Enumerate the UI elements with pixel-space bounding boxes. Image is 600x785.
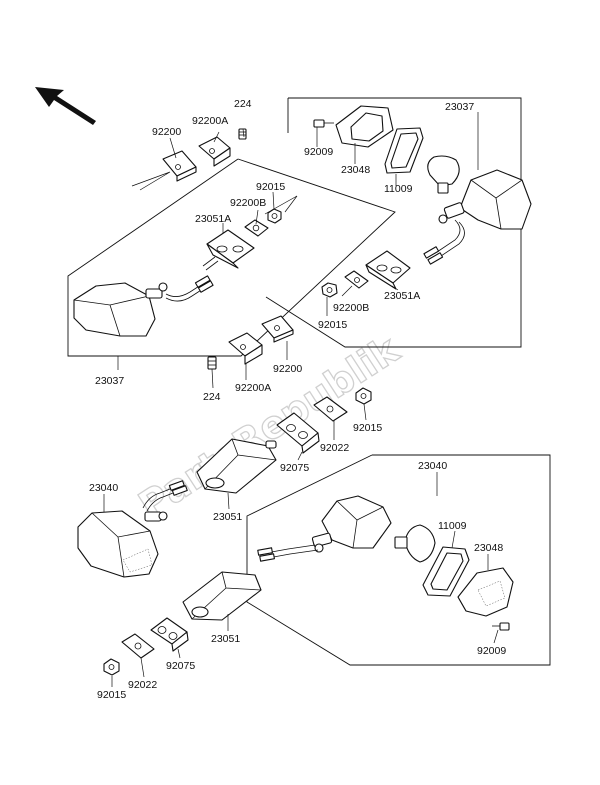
- label-92009-top: 92009: [304, 146, 333, 158]
- grommet-92075-center: [276, 412, 320, 454]
- label-92075-bottom: 92075: [166, 660, 195, 672]
- label-23051-bottom: 23051: [211, 633, 240, 645]
- right-upper-assembly-frame: [265, 97, 522, 348]
- label-23051A-mid: 23051A: [384, 290, 420, 302]
- lens-23048-top: [335, 105, 394, 148]
- nut-92015-top: [267, 208, 282, 224]
- mount-23051-center: [196, 438, 277, 494]
- nut-92015-center: [355, 387, 372, 405]
- label-92015-top: 92015: [256, 181, 285, 193]
- label-23048-bottom: 23048: [474, 542, 503, 554]
- part-number-labels: 224 92200A 92200 92015 92200B 23051A 230…: [89, 98, 506, 701]
- gasket-11009-bottom: [422, 546, 470, 597]
- gasket-11009-top: [384, 127, 424, 174]
- label-23037-right: 23037: [445, 101, 474, 113]
- bracket-92200A-top: [198, 136, 231, 167]
- front-direction-arrow-icon: [35, 87, 96, 125]
- nut-92015-mid: [321, 282, 338, 298]
- turn-signal-lamp-23040-left: [77, 480, 188, 578]
- label-92015-bottom: 92015: [97, 689, 126, 701]
- label-92015-mid: 92015: [318, 319, 347, 331]
- label-92022-bottom: 92022: [128, 679, 157, 691]
- screw-92009-top: [313, 119, 334, 128]
- label-23051-center: 23051: [213, 511, 242, 523]
- label-92009-bottom: 92009: [477, 645, 506, 657]
- screw-224-top: [238, 128, 247, 140]
- grommet-92075-bottom: [150, 617, 189, 652]
- label-92200B-mid: 92200B: [333, 302, 369, 314]
- label-92075-center: 92075: [280, 462, 309, 474]
- turn-signal-lamp-23037-left: [73, 275, 214, 337]
- grommet-23051A-top: [202, 229, 255, 271]
- plate-92200-mid: [261, 315, 294, 343]
- label-23037-left: 23037: [95, 375, 124, 387]
- washer-92022-bottom: [121, 633, 155, 659]
- label-11009-bottom: 11009: [438, 520, 467, 532]
- label-92022-center: 92022: [320, 442, 349, 454]
- label-92200-mid: 92200: [273, 363, 302, 375]
- washer-92200B-top: [244, 219, 269, 237]
- label-23048-top: 23048: [341, 164, 370, 176]
- plate-92200-top: [162, 150, 197, 182]
- washer-92200B-mid: [344, 270, 369, 289]
- washer-92022-center: [313, 396, 348, 422]
- label-11009-top: 11009: [384, 183, 413, 195]
- label-224-top: 224: [234, 98, 252, 110]
- label-23040-left: 23040: [89, 482, 118, 494]
- label-23051A-top: 23051A: [195, 213, 231, 225]
- leader-lines: [103, 112, 499, 687]
- nut-92015-bottom: [103, 658, 120, 676]
- lens-23048-bottom: [457, 567, 514, 617]
- right-lower-assembly-frame: [246, 454, 551, 666]
- grommet-23051A-mid: [365, 250, 411, 290]
- mount-23051-bottom: [182, 571, 262, 621]
- label-224-mid: 224: [203, 391, 221, 403]
- label-92200-top: 92200: [152, 126, 181, 138]
- bulb-11009-top: [427, 155, 460, 194]
- turn-signal-lamp-23040-right: [257, 495, 392, 562]
- label-92200A-top: 92200A: [192, 115, 228, 127]
- label-23040-right: 23040: [418, 460, 447, 472]
- screw-92009-bottom: [492, 622, 510, 631]
- screw-224-mid: [207, 356, 217, 370]
- left-upper-assembly-frame: [67, 158, 396, 357]
- label-92015-center: 92015: [353, 422, 382, 434]
- bracket-92200A-mid: [228, 332, 263, 365]
- label-92200A-mid: 92200A: [235, 382, 271, 394]
- bulb-11009-bottom: [394, 524, 436, 563]
- turn-signal-lamp-23037-right: [423, 169, 532, 265]
- label-92200B-top: 92200B: [230, 197, 266, 209]
